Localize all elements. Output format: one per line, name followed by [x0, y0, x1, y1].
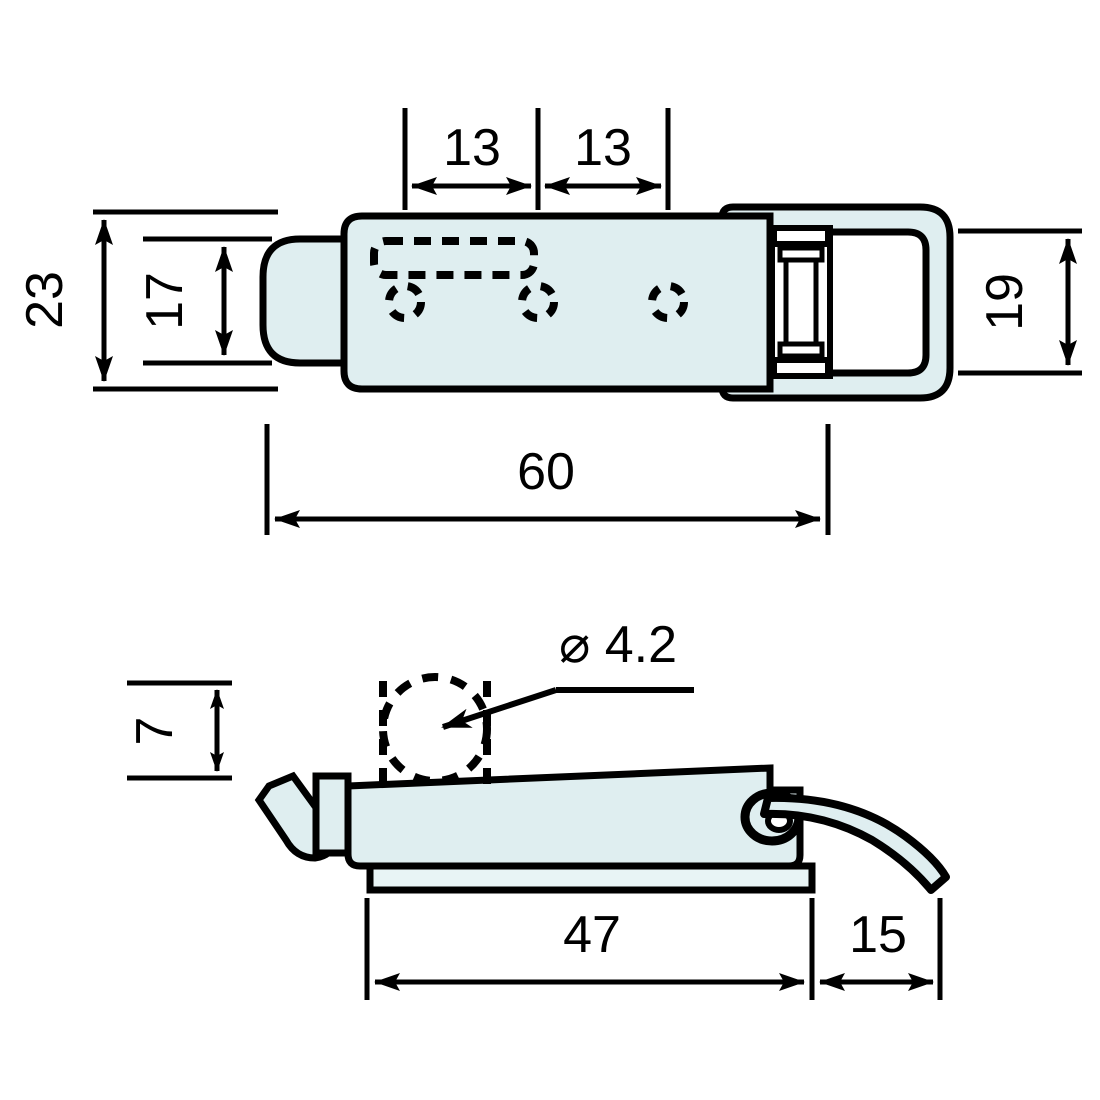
hidden-slot-dashed — [370, 237, 538, 279]
hook-riser — [312, 772, 352, 857]
hidden-hole-3 — [648, 282, 688, 322]
pin-shoulder-bottom — [777, 341, 825, 359]
pin-collar-bottom — [771, 357, 831, 379]
top-view-geometry — [259, 203, 954, 402]
side-view-geometry — [254, 673, 950, 894]
dim-label-15: 15 — [849, 906, 907, 964]
base-plate-strip — [366, 862, 816, 894]
top-view-dimension-lines — [93, 108, 1082, 535]
dim-label-60: 60 — [517, 443, 575, 501]
hidden-slot-outline — [370, 237, 538, 279]
hidden-hole-side — [379, 673, 491, 786]
diameter-callout-label: ⌀ 4.2 — [559, 616, 677, 674]
diameter-leader — [441, 687, 694, 730]
pin-collar-top — [771, 225, 831, 247]
side-view-dimension-lines — [127, 680, 943, 1000]
dim-label-7: 7 — [126, 717, 184, 746]
dim-label-13-b: 13 — [574, 119, 632, 177]
pivot-pin-assembly — [769, 225, 833, 379]
hidden-hole-circle — [379, 673, 491, 785]
dim-label-17: 17 — [136, 272, 194, 330]
dim-label-19: 19 — [976, 273, 1034, 331]
lever-arm — [760, 793, 950, 894]
hidden-hole-1 — [385, 282, 425, 322]
dim-label-47: 47 — [563, 906, 621, 964]
dim-label-13-a: 13 — [443, 119, 501, 177]
hidden-holes-group — [385, 282, 688, 322]
side-body — [344, 764, 804, 870]
pin-shoulder-top — [777, 245, 825, 263]
leader-diagonal — [441, 687, 557, 730]
dim-label-23: 23 — [16, 271, 74, 329]
hidden-hole-2 — [518, 282, 558, 322]
